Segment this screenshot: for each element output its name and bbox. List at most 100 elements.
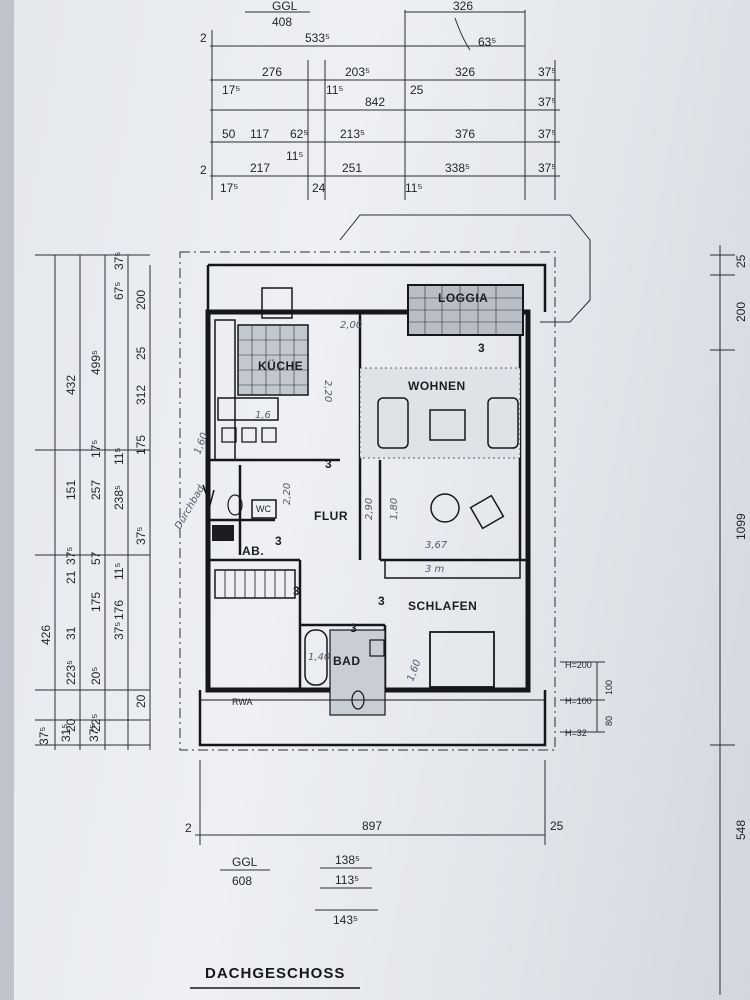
loggia-grid (408, 285, 523, 335)
dim: 200 (134, 290, 148, 310)
dim-bottom-a: 138⁵ (335, 853, 360, 867)
stair-mark: 3 (293, 584, 300, 598)
wardrobe (384, 559, 521, 579)
dim: 31⁵ (59, 724, 73, 742)
room-wohnen: WOHNEN (408, 379, 466, 393)
ticks (199, 760, 546, 845)
dim: 37⁵ (538, 161, 556, 175)
note: 2,00 (340, 320, 362, 331)
dim: 117 (250, 127, 269, 141)
dim: 25 (134, 346, 148, 360)
dim: 22⁵ (89, 714, 103, 732)
kitchen-grid (238, 325, 308, 395)
dim: 217 (250, 161, 270, 175)
height-label: H=100 (565, 696, 592, 706)
dim-right: 1099 (734, 513, 748, 540)
bathtub (304, 629, 328, 686)
wc-basin (251, 499, 277, 519)
plan-title: DACHGESCHOSS (205, 965, 345, 982)
vertical-dim-lines (54, 255, 151, 750)
dim-842: 842 (365, 95, 385, 109)
ggl-value-bottom: 608 (232, 874, 252, 888)
paper-edge (0, 0, 14, 1000)
dim: 20⁵ (89, 667, 103, 685)
dim: 223⁵ (64, 660, 78, 685)
arc-mark (454, 17, 471, 51)
note: 3,67 (425, 540, 448, 551)
bottom-dimensions: 2 897 25 GGL 608 138⁵ 113⁵ 143⁵ (185, 760, 564, 927)
dim: 57 (89, 551, 103, 565)
loggia-outline (339, 214, 591, 323)
dim: 312 (134, 385, 148, 405)
ggl-label-bottom: GGL (232, 855, 258, 869)
dim: 11⁵ (112, 563, 126, 580)
dim: 251 (342, 161, 362, 175)
dim: 20 (64, 718, 78, 732)
room-wc: WC (256, 504, 271, 514)
ggl-label-top: GGL (272, 0, 298, 13)
building: 3 3 3 3 3 3 (179, 214, 591, 751)
dim: 21 (64, 570, 78, 584)
bath-tiles (329, 629, 386, 716)
dim-top-right: 326 (453, 0, 473, 13)
horizontal-ticks (35, 254, 150, 746)
dim: 326 (455, 65, 475, 79)
height-label: 100 (604, 680, 614, 695)
dim: 276 (262, 65, 282, 79)
dim: 11⁵ (326, 83, 343, 97)
durchbad-arrow (202, 484, 215, 508)
dim: 67⁵ (112, 282, 126, 300)
dim: 17⁵ (220, 181, 238, 195)
ticks (710, 254, 735, 746)
dim: 62⁵ (290, 127, 308, 141)
dim: 37⁵ (538, 95, 556, 109)
balcony-outline (198, 690, 547, 747)
kitchen-counter (214, 319, 236, 461)
dim: 37⁵ (538, 65, 556, 79)
dim-bottom-start: 2 (185, 821, 192, 835)
note: 2,90 (364, 498, 375, 520)
stair-mark: 3 (350, 621, 357, 635)
note-durchbad: Durchbad (173, 483, 207, 531)
top-dimensions: GGL 408 326 2 533⁵ 63⁵ 17⁵ 276 203⁵ 11⁵ … (200, 0, 560, 200)
note: 1,6 (255, 410, 271, 421)
dim-533: 533⁵ (305, 31, 330, 45)
note: 1,80 (389, 498, 400, 520)
stair-steps (224, 570, 286, 598)
bed (429, 631, 495, 688)
dim: 37⁵ (37, 727, 51, 745)
dim: 31 (64, 626, 78, 640)
room-schlafen: SCHLAFEN (408, 599, 477, 613)
room-kueche: KÜCHE (258, 358, 303, 373)
dim: 432 (64, 375, 78, 395)
note: 2,20 (322, 380, 333, 402)
dim: 238⁵ (112, 485, 126, 510)
stair-mark: 3 (378, 594, 385, 608)
dim: 175 (134, 435, 148, 455)
utility-block (212, 525, 234, 541)
room-loggia: LOGGIA (438, 291, 488, 305)
chimney (261, 287, 293, 319)
kitchen-table (217, 397, 279, 421)
dim: 20 (134, 694, 148, 708)
dim: 257 (89, 480, 103, 500)
upper-wall (206, 263, 547, 312)
left-dimensions: 426 37⁵ 31⁵ 37⁵ 432 151 37⁵ 21 31 223⁵ 2… (35, 252, 151, 750)
wc-toilet (227, 494, 243, 516)
dim: 37⁵ (134, 527, 148, 545)
stair-mark: 3 (325, 457, 332, 471)
dim: 203⁵ (345, 65, 370, 79)
height-label: H=200 (565, 660, 592, 670)
ggl-value-top: 408 (272, 15, 292, 29)
dim-bottom-b: 113⁵ (335, 873, 359, 887)
sofa-right (487, 397, 519, 449)
dim-bottom-c: 143⁵ (333, 913, 358, 927)
dim: 338⁵ (445, 161, 470, 175)
room-flur: FLUR (314, 509, 348, 523)
basin (369, 639, 385, 657)
kitchen-tiles (237, 324, 309, 396)
dim: 37⁵ (538, 127, 556, 141)
height-label: 80 (604, 716, 614, 726)
